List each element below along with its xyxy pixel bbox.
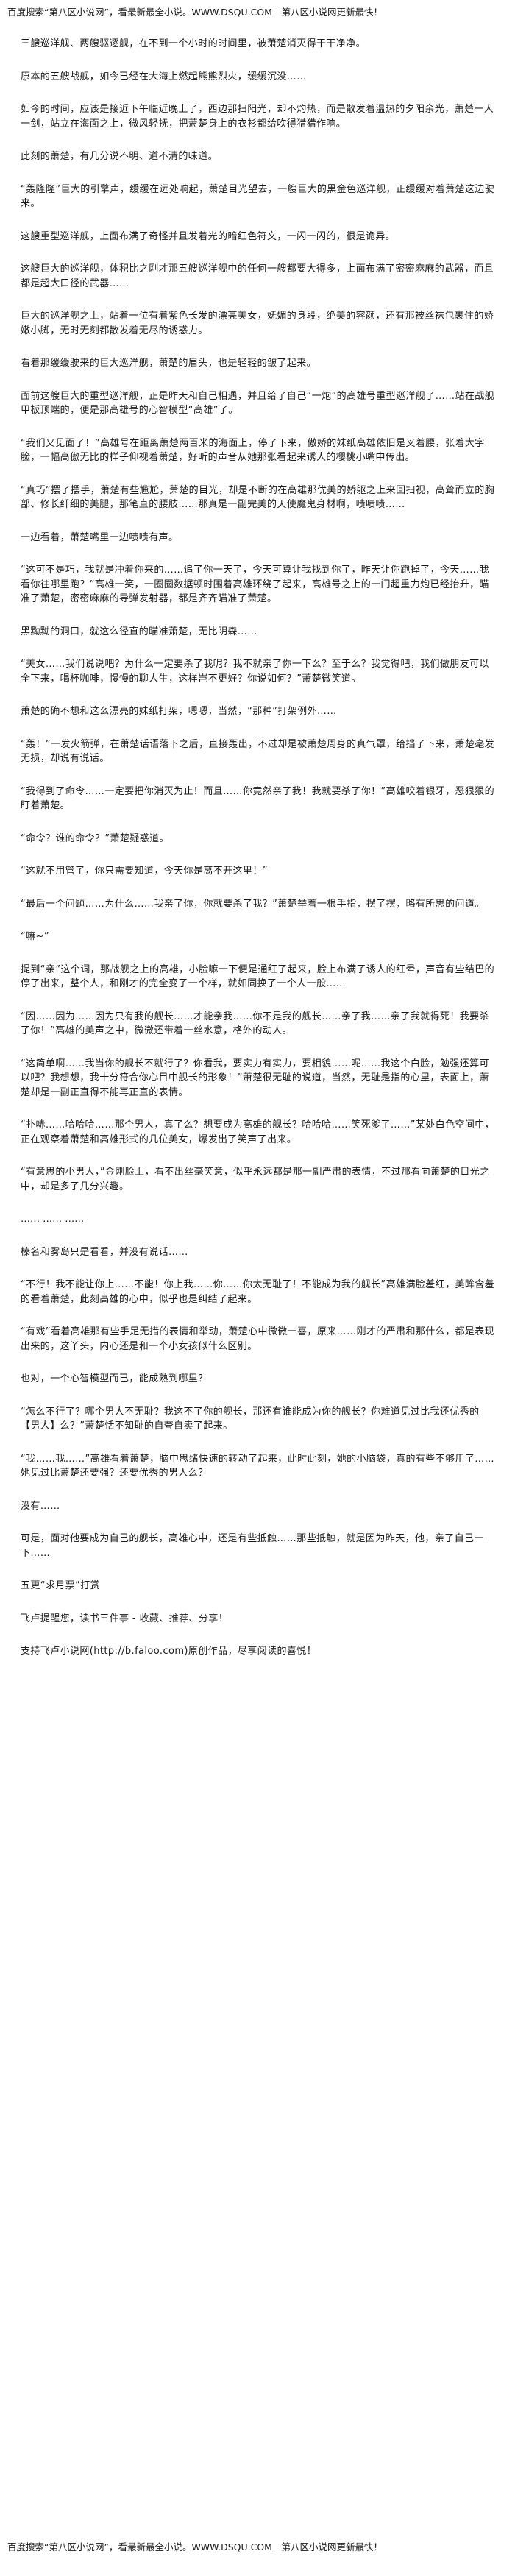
ellipsis-separator: …… …… …… [21, 1214, 85, 1225]
paragraph: 原本的五艘战舰，如今已经在大海上燃起熊熊烈火，缓缓沉没…… [21, 71, 307, 82]
paragraph: “轰！”一发火箭弹，在萧楚话语落下之后，直接轰出，不过却是被萧楚周身的真气罩，给… [21, 738, 495, 765]
paragraph: 看着那缓缓驶来的巨大巡洋舰，萧楚的眉头，也是轻轻的皱了起来。 [21, 358, 317, 369]
paragraph: 五更“求月票”打赏 [21, 1580, 101, 1591]
paragraph: 此刻的萧楚，有几分说不明、道不清的味道。 [21, 151, 219, 162]
paragraph: “有意思的小男人，”金刚脸上，看不出丝毫笑意，似乎永远都是那一副严肃的表情，不过… [21, 1167, 490, 1192]
paragraph: “美女……我们说说吧？为什么一定要杀了我呢？我不就亲了你一下么？至于么？我觉得吧… [21, 659, 489, 684]
paragraph: 一边看着，萧楚嘴里一边啧啧有声。 [21, 531, 179, 543]
paragraph: 萧楚的确不想和这么漂亮的妹纸打架，嗯嗯，当然，“那种”打架例外…… [21, 706, 337, 717]
header-banner: 百度搜索“第八区小说网”，看最新最全小说。WWW.DSQU.COM 第八区小说网… [7, 7, 383, 18]
paragraph: “有戏”看着高雄那有些手足无措的表情和举动，萧楚心中微微一喜，原来……刚才的严肃… [21, 1326, 495, 1352]
paragraph: “我们又见面了！”高雄号在距离萧楚两百米的海面上，停了下来，傲娇的妹纸高雄依旧是… [21, 437, 485, 464]
paragraph: 如今的时间，应该是接近下午临近晚上了，西边那扫阳光，却不灼热，而是散发着温热的夕… [21, 104, 494, 130]
paragraph: “不行！我不能让你上……不能！你上我……你……你太无耻了！不能成为我的舰长”高雄… [21, 1279, 495, 1305]
paragraph: 黑黝黝的洞口，就这么径直的瞄准萧楚，无比阴森…… [21, 626, 258, 637]
paragraph: 飞卢提醒您，读书三件事 - 收藏、推荐、分享！ [21, 1613, 229, 1624]
paragraph: “真巧”摆了摆手，萧楚有些尴尬，萧楚的目光，却是不断的在高雄那优美的娇躯之上来回… [21, 484, 495, 511]
paragraph: “这就不用管了，你只需要知道，今天你是离不开这里！” [21, 866, 268, 877]
paragraph: “怎么不行了？哪个男人不无耻？我这不了你的舰长，那还有谁能成为你的舰长？你难道见… [21, 1406, 480, 1432]
paragraph: “我得到了命令……一定要把你消灭为止！而且……你竟然亲了我！我就要杀了你！”高雄… [21, 785, 495, 812]
paragraph: 也对，一个心智模型而已，能成熟到哪里？ [21, 1373, 208, 1384]
footer-banner: 百度搜索“第八区小说网”，看最新最全小说。WWW.DSQU.COM 第八区小说网… [7, 2541, 383, 2552]
paragraph: 三艘巡洋舰、两艘驱逐舰，在不到一个小时的时间里，被萧楚消灭得干干净净。 [21, 38, 366, 49]
paragraph: 支持飞卢小说网(http://b.faloo.com)原创作品，尽享阅读的喜悦！ [21, 1646, 317, 1657]
paragraph: 这艘巨大的巡洋舰，体积比之刚才那五艘巡洋舰中的任何一艘都要大得多，上面布满了密密… [21, 263, 494, 289]
paragraph: 这艘重型巡洋舰，上面布满了奇怪并且发着光的暗红色符文，一闪一闪的，很是诡异。 [21, 230, 396, 242]
paragraph: 面前这艘巨大的重型巡洋舰，正是昨天和自己相遇，并且给了自己“一炮”的高雄号重型巡… [21, 390, 495, 417]
paragraph: 榛名和雾岛只是看看，并没有说话…… [21, 1246, 188, 1258]
paragraph: “扑哧……哈哈哈……那个男人，真了么？想要成为高雄的舰长？哈哈哈……笑死爹了……… [21, 1119, 495, 1145]
paragraph: “最后一个问题……为什么……我亲了你，你就要杀了我？”萧楚举着一根手指，摆了摆，… [21, 898, 485, 910]
paragraph: 可是，面对他要成为自己的舰长，高雄心中，还是有些抵触……那些抵触，就是因为昨天，… [21, 1533, 484, 1559]
paragraph: “我……我……”高雄看着萧楚，脑中思绪快速的转动了起来，此时此刻，她的小脑袋，真… [21, 1453, 495, 1479]
paragraph: “因……因为……因为只有我的舰长……才能亲我……你不是我的舰长……亲了我……亲了… [21, 1011, 489, 1037]
paragraph: “嘛~” [21, 931, 49, 942]
paragraph: “这可不是巧，我就是冲着你来的……追了你一天了，今天可算让我找到你了，昨天让你跑… [21, 565, 489, 604]
paragraph: “轰隆隆”巨大的引擎声，缓缓在远处响起，萧楚目光望去，一艘巨大的黑金色巡洋舰，正… [21, 183, 495, 210]
paragraph: “这简单啊……我当你的舰长不就行了？你看我，要实力有实力，要相貌……呢……我这个… [21, 1058, 489, 1098]
paragraph: 没有…… [21, 1500, 60, 1512]
paragraph: “命令？谁的命令？”萧楚疑惑道。 [21, 832, 169, 844]
paragraph: 提到“亲”这个词，那战舰之上的高雄，小脸嘛一下便是通红了起来，脸上布满了诱人的红… [21, 963, 495, 990]
chapter-body: 三艘巡洋舰、两艘驱逐舰，在不到一个小时的时间里，被萧楚消灭得干干净净。 原本的五… [21, 37, 499, 1659]
paragraph: 巨大的巡洋舰之上，站着一位有着紫色长发的漂亮美女，妩媚的身段，绝美的容颜，还有那… [21, 311, 494, 336]
